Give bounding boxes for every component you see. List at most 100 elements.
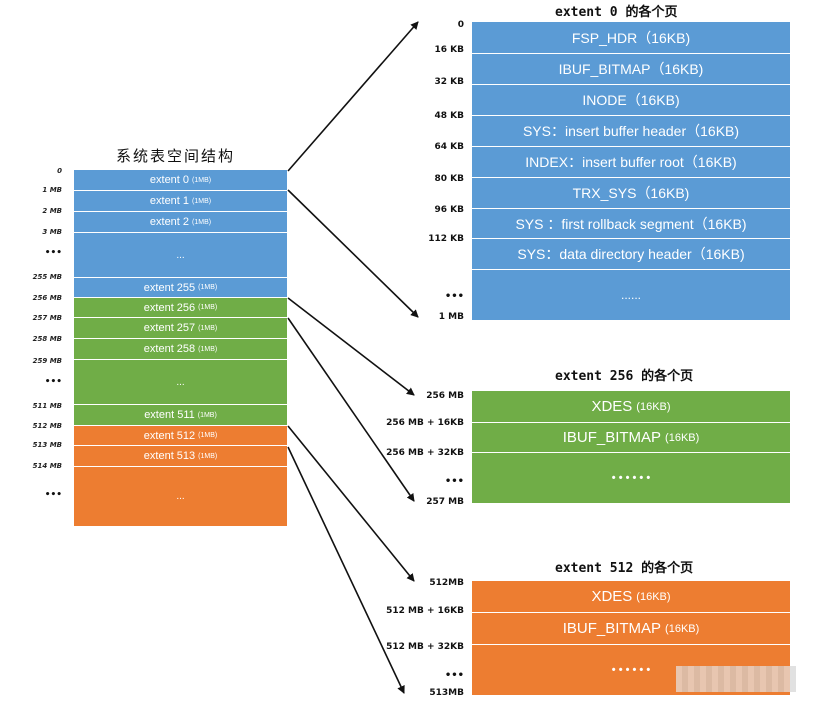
page-size: （16KB) [636, 185, 690, 201]
extent-label: extent 255 [143, 281, 196, 294]
left-addr-3: 3 MB [42, 228, 62, 236]
left-addr-513: 513 MB [32, 441, 62, 449]
extent-258-row: extent 258(1MB) [74, 339, 287, 360]
page-size: （16KB) [626, 92, 680, 108]
page-label: TRX_SYS [572, 185, 637, 201]
arrow-extent256-start [287, 297, 415, 396]
page-inode: INODE（16KB) [472, 85, 790, 116]
extent256-title: extent 256 的各个页 [555, 369, 694, 384]
page-ibuf-bitmap: IBUF_BITMAP(16KB) [472, 613, 790, 645]
left-addr-256: 256 MB [32, 294, 62, 302]
extent-size: (1MB) [192, 197, 212, 205]
left-addr-255: 255 MB [32, 273, 62, 281]
page-label: IBUF_BITMAP [562, 429, 662, 446]
extent-label: extent 1 [149, 195, 190, 207]
left-addr-514: 514 MB [32, 462, 62, 470]
extent0-addr-64kb: 64 KB [434, 142, 465, 152]
page-ibuf-bitmap: IBUF_BITMAP(16KB) [472, 423, 790, 453]
extent512-title: extent 512 的各个页 [555, 561, 694, 576]
left-addr-258: 258 MB [32, 335, 62, 343]
extent-ellipsis-1-row: ... [74, 233, 287, 278]
page-size: (16KB) [636, 590, 671, 603]
page-label: • • • • • • [611, 664, 651, 676]
extent-size: (1MB) [192, 218, 212, 226]
page-label: • • • • • • [611, 472, 651, 484]
extent-511-row: extent 511(1MB) [74, 405, 287, 426]
extent0-addr-48kb: 48 KB [434, 111, 465, 121]
page-trx-sys: TRX_SYS（16KB) [472, 178, 790, 209]
page-size: （16KB) [686, 123, 740, 139]
extent512-addr-end: 513MB [429, 688, 464, 698]
extent-513-row: extent 513(1MB) [74, 446, 287, 467]
left-addr-1: 1 MB [42, 186, 62, 194]
page-label: IBUF_BITMAP [562, 620, 662, 637]
extent256-addr-16kb: 256 MB + 16KB [386, 418, 464, 428]
left-addr-0: 0 [57, 167, 62, 175]
page-size: （16KB) [683, 154, 737, 170]
extent0-addr-80kb: 80 KB [434, 174, 465, 184]
extent0-addr-32kb: 32 KB [434, 77, 465, 87]
arrow-extent512-start [287, 425, 415, 582]
extent-ellipsis-3-row: ... [74, 467, 287, 526]
extent0-title: extent 0 的各个页 [555, 5, 678, 20]
left-addr-ellipsis-2: ••• [44, 377, 62, 387]
page-label: SYS：insert buffer header [522, 123, 687, 139]
page-label: SYS ：first rollback segment [515, 215, 694, 232]
arrow-extent256-end [287, 317, 415, 502]
extent-0-row: extent 0(1MB) [74, 170, 287, 191]
page-xdes: XDES(16KB) [472, 581, 790, 613]
extent-size: (1MB) [197, 411, 217, 419]
extent0-addr-0: 0 [457, 20, 464, 30]
extent-512-row: extent 512(1MB) [74, 426, 287, 446]
page-fsp-hdr: FSP_HDR（16KB) [472, 22, 790, 54]
extent-257-row: extent 257(1MB) [74, 318, 287, 339]
page-ellipsis: • • • • • • [472, 453, 790, 503]
page-size: （16KB) [693, 215, 747, 232]
extent256-addr-end: 257 MB [426, 497, 464, 507]
page-ellipsis: ...... [472, 270, 790, 320]
extent256-addr-32kb: 256 MB + 32KB [386, 448, 464, 458]
extent-label: ... [176, 249, 185, 261]
page-size: （16KB) [637, 29, 691, 46]
left-addr-512: 512 MB [32, 422, 62, 430]
extent512-addr-start: 512MB [429, 578, 464, 588]
extent-label: extent 258 [143, 343, 196, 355]
arrow-extent512-end [287, 446, 405, 694]
extent-size: (1MB) [198, 452, 218, 460]
page-label: XDES [591, 588, 633, 605]
extent-label: extent 513 [143, 450, 196, 462]
arrow-extent0-end [287, 189, 419, 318]
extent-size: (1MB) [198, 304, 218, 311]
extent-255-row: extent 255(1MB) [74, 278, 287, 298]
extent-size: (1MB) [198, 432, 218, 439]
page-size: (16KB) [636, 400, 671, 413]
left-addr-2: 2 MB [42, 207, 62, 215]
page-label: ...... [620, 288, 641, 302]
extent-label: ... [176, 491, 185, 502]
extent-size: (1MB) [198, 324, 218, 332]
extent-2-row: extent 2(1MB) [74, 212, 287, 233]
extent512-addr-32kb: 512 MB + 32KB [386, 642, 464, 652]
extent-label: extent 511 [144, 409, 195, 421]
left-addr-259: 259 MB [32, 357, 62, 365]
extent-label: extent 257 [143, 322, 196, 334]
page-size: (16KB) [665, 622, 700, 635]
arrow-extent0-start [287, 21, 419, 172]
left-addr-ellipsis-1: ••• [44, 248, 62, 258]
page-index-insert-buffer-root: INDEX：insert buffer root（16KB) [472, 147, 790, 178]
page-size: （16KB) [650, 61, 704, 77]
extent0-addr-96kb: 96 KB [434, 205, 465, 215]
extent0-addr-112kb: 112 KB [428, 234, 464, 244]
page-label: IBUF_BITMAP [558, 61, 651, 77]
extent-size: (1MB) [192, 176, 212, 184]
page-sys-insert-buffer-header: SYS：insert buffer header（16KB) [472, 116, 790, 147]
extent-label: extent 512 [143, 429, 196, 442]
page-size: (16KB) [665, 431, 700, 444]
page-label: FSP_HDR [571, 29, 638, 46]
left-title: 系统表空间结构 [116, 147, 236, 165]
extent-256-row: extent 256(1MB) [74, 298, 287, 318]
extent0-addr-16kb: 16 KB [434, 45, 465, 55]
page-label: XDES [591, 398, 633, 415]
extent-label: ... [176, 376, 185, 388]
